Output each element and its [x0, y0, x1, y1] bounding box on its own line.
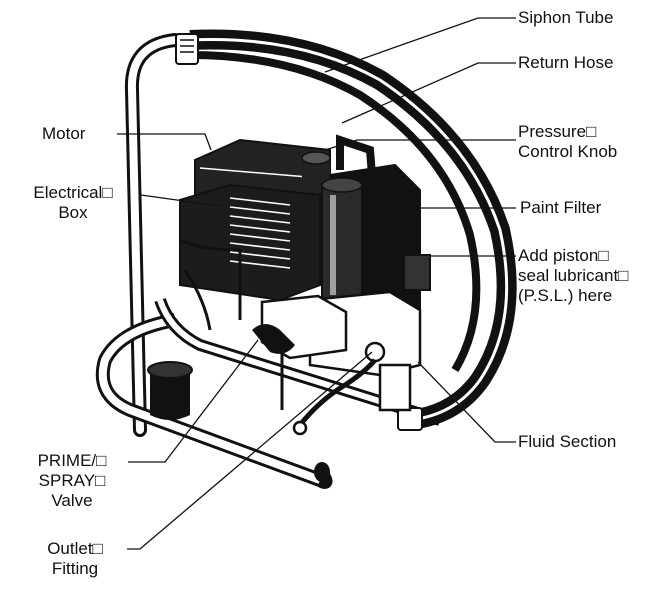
outlet-hose	[298, 358, 377, 427]
pressure-knob-shape	[302, 158, 330, 182]
return-hose-shape	[189, 51, 481, 373]
leader-lines	[117, 17, 516, 550]
label-electrical-box: Electrical□ Box	[6, 183, 140, 223]
siphon-tube-highlight	[189, 38, 509, 422]
siphon-inlet	[150, 370, 190, 420]
hose-clamp-top	[175, 33, 199, 65]
label-prime-spray-valve: PRIME/□ SPRAY□ Valve	[16, 451, 128, 511]
label-outlet-line-1: Outlet□	[47, 539, 103, 558]
outlet-fitting-shape	[364, 341, 386, 363]
hose-clamp-bottom	[397, 407, 423, 431]
label-psl-line-3: (P.S.L.) here	[518, 286, 613, 305]
leader-pressure-knob	[324, 139, 516, 151]
leader-siphon-tube	[324, 17, 516, 73]
label-psl-line-2: seal lubricant□	[518, 266, 629, 285]
label-prime-line-1: PRIME/□	[37, 451, 107, 470]
label-prime-line-3: Valve	[51, 491, 93, 510]
label-outlet-fitting: Outlet□ Fitting	[24, 539, 126, 579]
label-fluid-section: Fluid Section	[518, 432, 617, 451]
label-paint-filter: Paint Filter	[520, 198, 602, 217]
leader-motor	[117, 133, 212, 151]
frame-foot-end	[314, 462, 330, 482]
label-electrical-line-2: Box	[58, 203, 88, 222]
electrical-box-shape	[179, 183, 321, 302]
carry-handle	[336, 134, 376, 176]
label-return-hose: Return Hose	[518, 53, 614, 72]
label-siphon-tube: Siphon Tube	[518, 8, 614, 27]
label-pressure-line-1: Pressure□	[518, 122, 597, 141]
frame-rear-tube-inner	[127, 36, 179, 434]
label-add-psl: Add piston□ seal lubricant□ (P.S.L.) her…	[518, 246, 628, 306]
label-prime-line-2: SPRAY□	[38, 471, 106, 490]
prime-spray-valve-shape	[252, 324, 295, 354]
leader-fluid-section	[417, 361, 516, 443]
frame-base-loop-inner	[98, 316, 322, 484]
leader-electrical-box	[140, 194, 221, 207]
label-pressure-control-knob: Pressure□ Control Knob	[518, 122, 617, 162]
label-pressure-line-2: Control Knob	[518, 142, 618, 161]
label-motor: Motor	[42, 124, 86, 143]
frame-lower-bar-inner	[157, 298, 441, 423]
label-psl-line-1: Add piston□	[518, 246, 609, 265]
label-outlet-line-2: Fitting	[51, 559, 99, 578]
paint-filter-shape	[321, 184, 363, 301]
leader-outlet-fitting	[127, 351, 373, 550]
label-electrical-line-1: Electrical□	[33, 183, 113, 202]
leader-prime-spray	[128, 339, 259, 463]
psl-cup	[403, 254, 431, 291]
leader-return-hose	[341, 62, 516, 124]
